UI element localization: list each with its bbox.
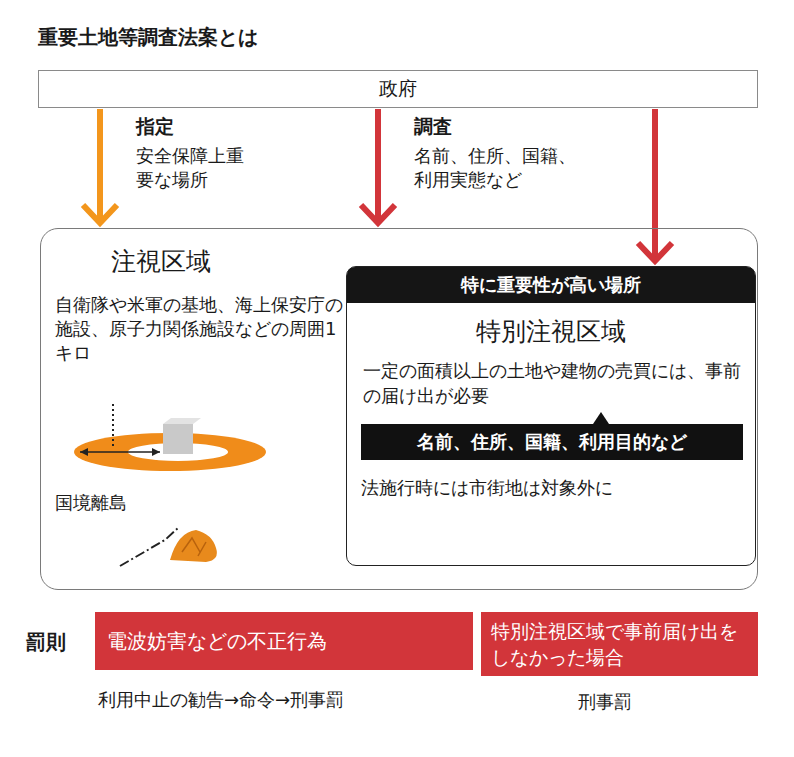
arrow-shaft <box>97 109 103 223</box>
child-slot: 名前、住所、国籍、利用目的など <box>347 408 755 460</box>
arrow-shaft <box>652 109 658 261</box>
node-text: 法施行時には市街地は対象外に <box>361 476 745 500</box>
edge-label: 指定 <box>136 114 174 140</box>
node-text: 特別注視区域で事前届け出をしなかった場合 <box>491 618 748 670</box>
penalty-box: 特別注視区域で事前届け出をしなかった場合 <box>481 612 758 676</box>
node-text: 自衛隊や米軍の基地、海上保安庁の施設、原子力関係施設などの周囲1キロ <box>55 293 343 365</box>
radius-arrow <box>80 451 160 453</box>
facility-block <box>163 424 193 454</box>
dotted-leader <box>112 404 114 448</box>
island <box>170 530 217 562</box>
note-label: 名前、住所、国籍、利用実態など <box>414 144 586 192</box>
penalty-box: 電波妨害などの不正行為 <box>95 612 473 670</box>
connector-arrow <box>83 109 117 223</box>
node-text: 特に重要性が高い場所 <box>347 267 755 303</box>
radius-head <box>152 448 160 456</box>
diagram-title: 重要土地等調査法案とは <box>38 24 258 51</box>
node-text: 注視区域 <box>111 245 211 278</box>
government-bar: 政府 <box>38 70 758 108</box>
required-info-box: 名前、住所、国籍、利用目的など <box>361 424 743 460</box>
node-text: 国境離島 <box>55 491 127 515</box>
special-zone-box: 特に重要性が高い場所特別注視区域一定の面積以上の土地や建物の売買には、事前の届け… <box>346 266 756 566</box>
border-line <box>120 528 178 566</box>
facility-top <box>163 418 201 424</box>
note-label: 刑事罰 <box>578 690 632 714</box>
arrow-head <box>83 205 117 223</box>
watch-zone-panel: 注視区域自衛隊や米軍の基地、海上保安庁の施設、原子力関係施設などの周囲1キロ国境… <box>40 228 758 590</box>
arrow-head <box>638 243 672 261</box>
note-label: 利用中止の勧告→命令→刑事罰 <box>98 688 344 712</box>
node-text: 特別注視区域 <box>347 315 755 348</box>
connector-arrow <box>361 109 395 223</box>
island-ridges <box>182 538 206 556</box>
node-text: 名前、住所、国籍、利用目的など <box>369 430 735 454</box>
edge-label: 調査 <box>414 114 452 140</box>
node-text: 電波妨害などの不正行為 <box>107 628 327 655</box>
arrow-head <box>361 205 395 223</box>
note-label: 罰則 <box>26 629 66 656</box>
connector-arrow <box>638 109 672 261</box>
note-label: 安全保障上重要な場所 <box>136 144 254 192</box>
radius-head <box>80 448 88 456</box>
node-text: 一定の面積以上の土地や建物の売買には、事前の届け出が必要 <box>363 358 741 408</box>
arrow-shaft <box>375 109 381 223</box>
node-text: 政府 <box>379 76 417 102</box>
